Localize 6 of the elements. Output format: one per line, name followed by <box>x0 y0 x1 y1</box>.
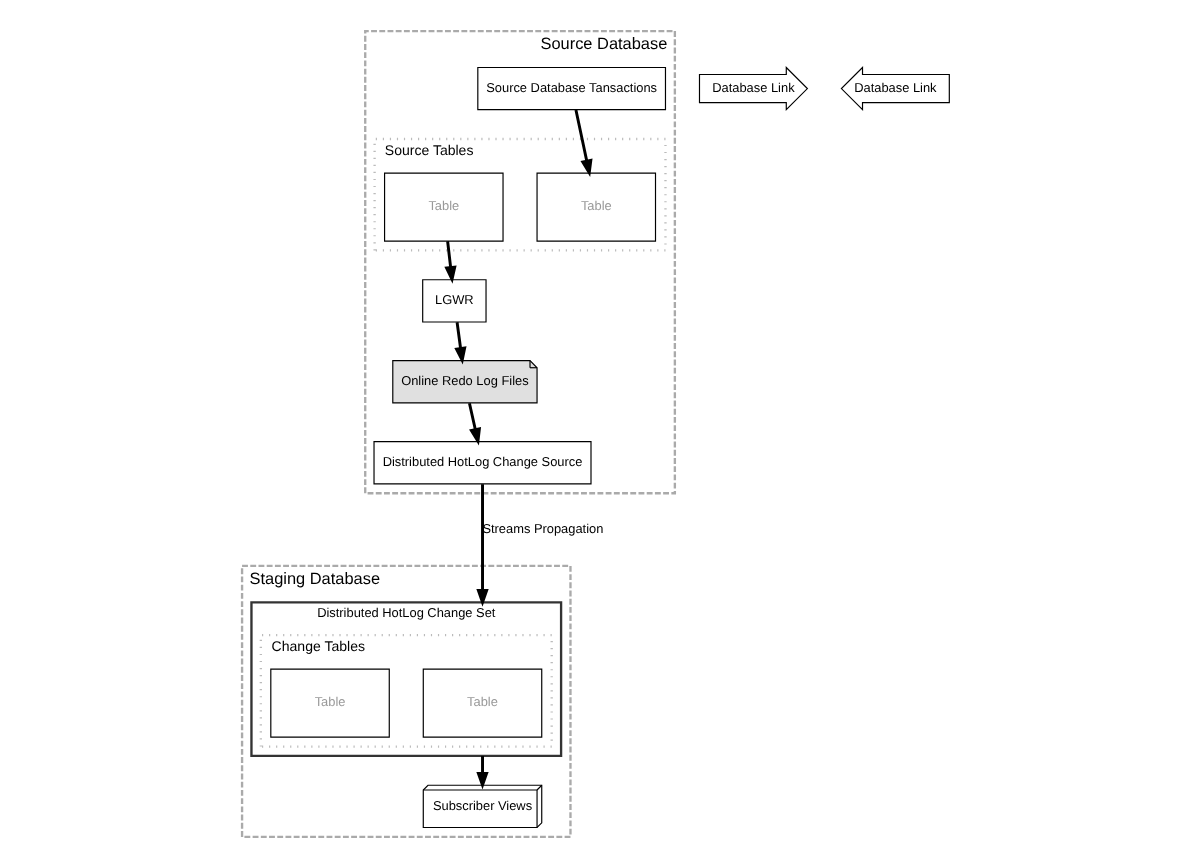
arrow <box>476 755 489 790</box>
arrow <box>476 484 489 607</box>
arrow <box>444 241 457 284</box>
arrow <box>454 322 467 365</box>
arrow <box>468 402 482 446</box>
arrow <box>574 109 593 178</box>
